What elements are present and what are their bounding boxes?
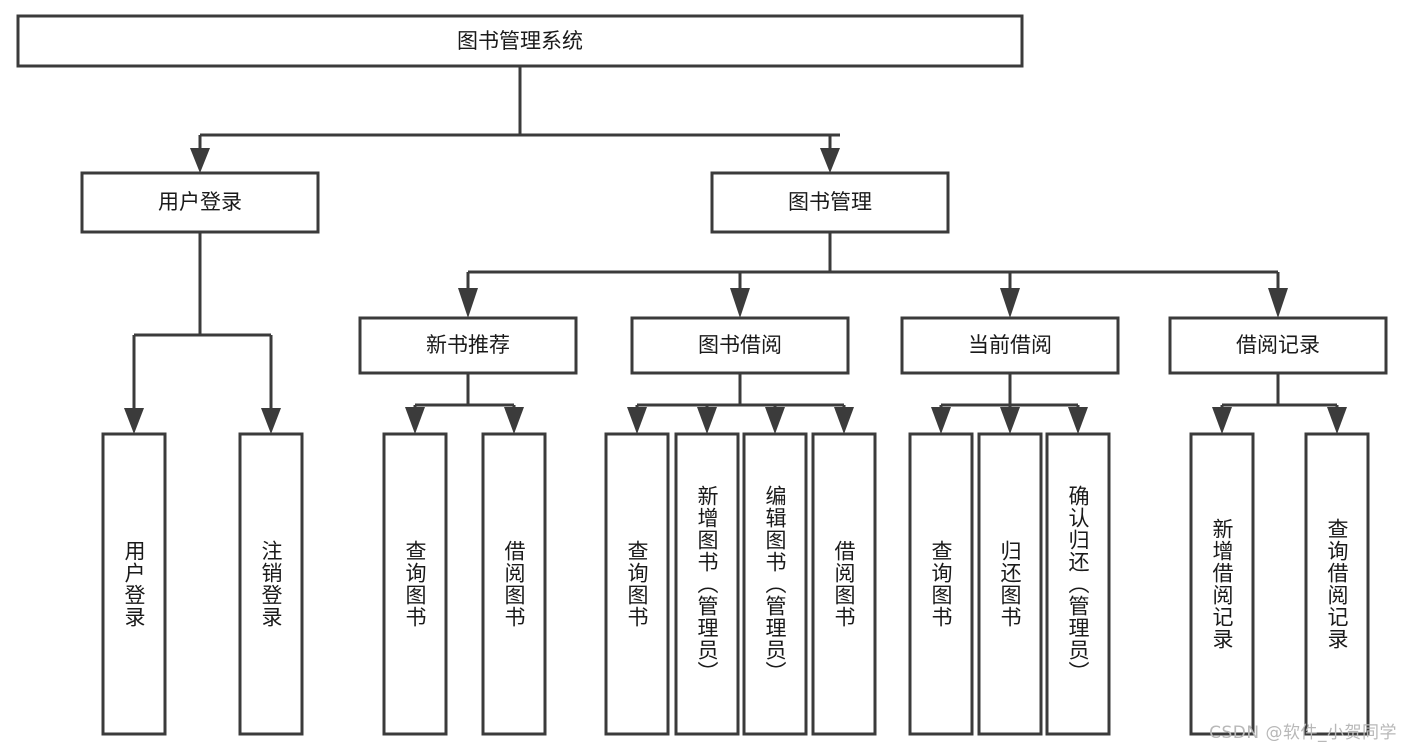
leaf-box-user-login-1[interactable] <box>101 432 167 736</box>
node-borrow-record-label: 借阅记录 <box>1236 333 1320 357</box>
node-user-login-label: 用户登录 <box>158 190 242 214</box>
leaf-box-borrow-record-2[interactable] <box>1304 432 1370 736</box>
leaf-box-book-borrow-3[interactable] <box>742 432 808 736</box>
connector-book-borrow-to-leaves <box>627 373 854 434</box>
leaf-box-user-login-2[interactable] <box>238 432 304 736</box>
leaf-box-book-borrow-2[interactable] <box>674 432 740 736</box>
connector-borrow-record-to-leaves <box>1212 373 1347 434</box>
leaf-box-book-borrow-4[interactable] <box>811 432 877 736</box>
connector-user-login-to-leaves <box>124 232 281 434</box>
node-book-borrow-label: 图书借阅 <box>698 333 782 357</box>
node-book-management[interactable]: 图书管理 <box>710 171 950 234</box>
leaf-box-new-book-2[interactable] <box>481 432 547 736</box>
arrow-head-book-mgmt <box>820 148 840 173</box>
leaf-box-book-borrow-1[interactable] <box>604 432 670 736</box>
node-book-borrow[interactable]: 图书借阅 <box>630 316 850 375</box>
leaf-box-current-borrow-3[interactable] <box>1045 432 1111 736</box>
node-current-borrow-label: 当前借阅 <box>968 333 1052 357</box>
node-root[interactable]: 图书管理系统 <box>16 14 1024 68</box>
node-new-book-recommend[interactable]: 新书推荐 <box>358 316 578 375</box>
leaf-box-borrow-record-1[interactable] <box>1189 432 1255 736</box>
node-book-management-label: 图书管理 <box>788 190 872 214</box>
connector-book-mgmt-to-level2 <box>458 232 1288 318</box>
node-new-book-recommend-label: 新书推荐 <box>426 333 510 357</box>
csdn-watermark: CSDN @软件_小贺同学 <box>1209 723 1397 743</box>
arrow-head-user-login <box>190 148 210 173</box>
node-root-label: 图书管理系统 <box>457 29 583 53</box>
leaf-box-current-borrow-1[interactable] <box>908 432 974 736</box>
node-current-borrow[interactable]: 当前借阅 <box>900 316 1120 375</box>
connector-new-book-to-leaves <box>405 373 524 434</box>
connector-root-to-level1 <box>190 66 840 173</box>
leaf-box-new-book-1[interactable] <box>382 432 448 736</box>
connector-current-borrow-to-leaves <box>931 373 1088 434</box>
leaf-box-current-borrow-2[interactable] <box>977 432 1043 736</box>
node-user-login[interactable]: 用户登录 <box>80 171 320 234</box>
node-borrow-record[interactable]: 借阅记录 <box>1168 316 1388 375</box>
